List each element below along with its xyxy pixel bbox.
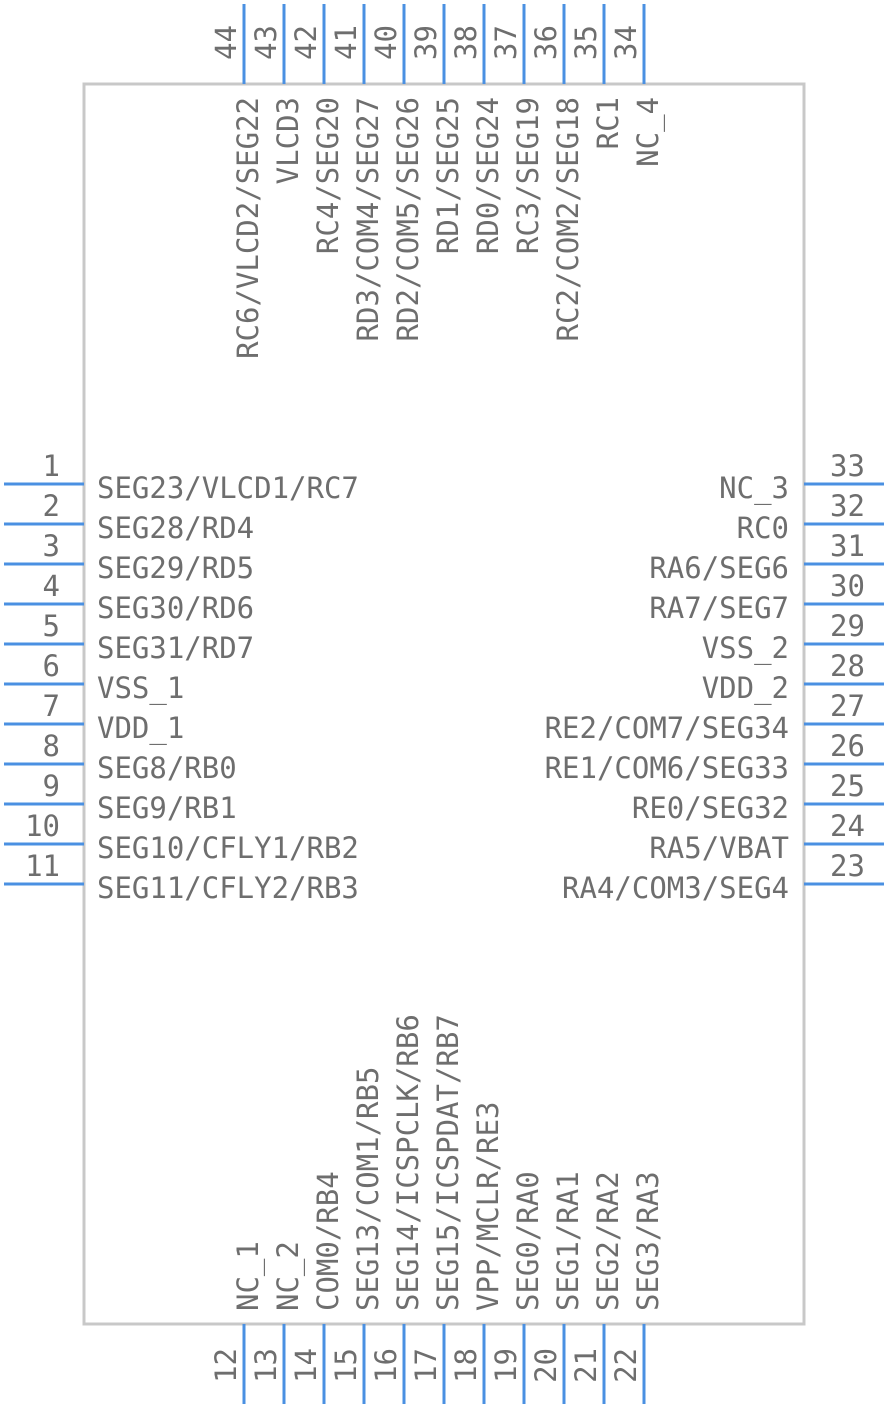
pin-label-20: SEG1/RA1 <box>551 1171 585 1311</box>
pin-number-24: 24 <box>830 809 865 843</box>
pin-label-27: RE2/COM7/SEG34 <box>545 711 789 745</box>
pin-number-17: 17 <box>409 1348 443 1383</box>
pin-number-33: 33 <box>830 449 865 483</box>
pin-number-39: 39 <box>409 25 443 60</box>
pin-number-9: 9 <box>43 769 60 803</box>
pin-number-26: 26 <box>830 729 865 763</box>
pin-number-13: 13 <box>249 1348 283 1383</box>
pin-label-32: RC0 <box>737 511 789 545</box>
pin-label-31: RA6/SEG6 <box>649 551 789 585</box>
pin-number-1: 1 <box>43 449 60 483</box>
pin-label-24: RA5/VBAT <box>649 831 789 865</box>
pin-label-34: NC_4 <box>631 97 666 167</box>
pin-number-31: 31 <box>830 529 865 563</box>
pin-label-12: NC_1 <box>231 1241 266 1311</box>
pin-number-4: 4 <box>43 569 60 603</box>
pin-number-41: 41 <box>329 25 363 60</box>
pin-label-5: SEG31/RD7 <box>97 631 254 665</box>
pin-label-23: RA4/COM3/SEG4 <box>562 871 789 905</box>
pin-number-30: 30 <box>830 569 865 603</box>
pin-label-4: SEG30/RD6 <box>97 591 254 625</box>
pin-number-34: 34 <box>609 25 643 60</box>
pin-label-41: RD3/COM4/SEG27 <box>351 97 385 341</box>
pin-number-40: 40 <box>369 25 403 60</box>
pin-number-7: 7 <box>43 689 60 723</box>
pin-number-36: 36 <box>529 25 563 60</box>
bottom-pin-row: 12 NC_1 13 NC_2 14 COM0/RB4 15 SEG13/COM1/RB5 16… <box>209 1014 665 1404</box>
pin-label-25: RE0/SEG32 <box>632 791 789 825</box>
pin-label-9: SEG9/RB1 <box>97 791 237 825</box>
pin-number-44: 44 <box>209 25 243 60</box>
pin-label-43: VLCD3 <box>271 97 305 184</box>
pin-label-29: VSS_2 <box>702 631 789 666</box>
pin-label-22: SEG3/RA3 <box>631 1171 665 1311</box>
pin-number-29: 29 <box>830 609 865 643</box>
pin-label-2: SEG28/RD4 <box>97 511 254 545</box>
pin-number-25: 25 <box>830 769 865 803</box>
pin-label-15: SEG13/COM1/RB5 <box>351 1067 385 1311</box>
pin-label-11: SEG11/CFLY2/RB3 <box>97 871 359 905</box>
pin-number-19: 19 <box>489 1348 523 1383</box>
pin-number-43: 43 <box>249 25 283 60</box>
pin-label-7: VDD_1 <box>97 711 184 746</box>
pin-label-37: RC3/SEG19 <box>511 97 545 254</box>
pin-label-1: SEG23/VLCD1/RC7 <box>97 471 359 505</box>
pin-label-16: SEG14/ICSPCLK/RB6 <box>391 1014 425 1311</box>
pin-number-2: 2 <box>43 489 60 523</box>
pin-number-16: 16 <box>369 1348 403 1383</box>
pin-label-8: SEG8/RB0 <box>97 751 237 785</box>
right-pin-row: 23RA4/COM3/SEG424RA5/VBAT25RE0/SEG3226RE… <box>545 449 884 905</box>
pin-label-35: RC1 <box>591 97 625 149</box>
pin-label-39: RD1/SEG25 <box>431 97 465 254</box>
pin-label-40: RD2/COM5/SEG26 <box>391 97 425 341</box>
pin-label-38: RD0/SEG24 <box>471 97 505 254</box>
pin-label-10: SEG10/CFLY1/RB2 <box>97 831 359 865</box>
pin-label-28: VDD_2 <box>702 671 789 706</box>
pin-label-6: VSS_1 <box>97 671 184 706</box>
pin-number-37: 37 <box>489 25 523 60</box>
pin-number-10: 10 <box>25 809 60 843</box>
pin-number-12: 12 <box>209 1348 243 1383</box>
pin-number-11: 11 <box>25 849 60 883</box>
pin-label-44: RC6/VLCD2/SEG22 <box>231 97 265 359</box>
pin-number-32: 32 <box>830 489 865 523</box>
pin-label-18: VPP/MCLR/RE3 <box>471 1101 505 1311</box>
pin-number-15: 15 <box>329 1348 363 1383</box>
pin-number-23: 23 <box>830 849 865 883</box>
pin-label-21: SEG2/RA2 <box>591 1171 625 1311</box>
pin-number-21: 21 <box>569 1348 603 1383</box>
pin-number-3: 3 <box>43 529 60 563</box>
pin-number-5: 5 <box>43 609 60 643</box>
pin-number-35: 35 <box>569 25 603 60</box>
pin-label-3: SEG29/RD5 <box>97 551 254 585</box>
pin-number-38: 38 <box>449 25 483 60</box>
pin-number-8: 8 <box>43 729 60 763</box>
pin-number-42: 42 <box>289 25 323 60</box>
pin-number-6: 6 <box>43 649 60 683</box>
pin-number-20: 20 <box>529 1348 563 1383</box>
pin-label-33: NC_3 <box>719 471 789 506</box>
pin-number-18: 18 <box>449 1348 483 1383</box>
pin-number-14: 14 <box>289 1348 323 1383</box>
pin-label-13: NC_2 <box>271 1241 306 1311</box>
pin-label-36: RC2/COM2/SEG18 <box>551 97 585 341</box>
pin-label-42: RC4/SEG20 <box>311 97 345 254</box>
pin-label-17: SEG15/ICSPDAT/RB7 <box>431 1014 465 1311</box>
ic-body <box>82 82 806 1326</box>
pin-label-26: RE1/COM6/SEG33 <box>545 751 789 785</box>
pin-number-22: 22 <box>609 1348 643 1383</box>
pin-number-27: 27 <box>830 689 865 723</box>
pin-label-14: COM0/RB4 <box>311 1171 345 1311</box>
pin-number-28: 28 <box>830 649 865 683</box>
pin-label-19: SEG0/RA0 <box>511 1171 545 1311</box>
pin-label-30: RA7/SEG7 <box>649 591 789 625</box>
